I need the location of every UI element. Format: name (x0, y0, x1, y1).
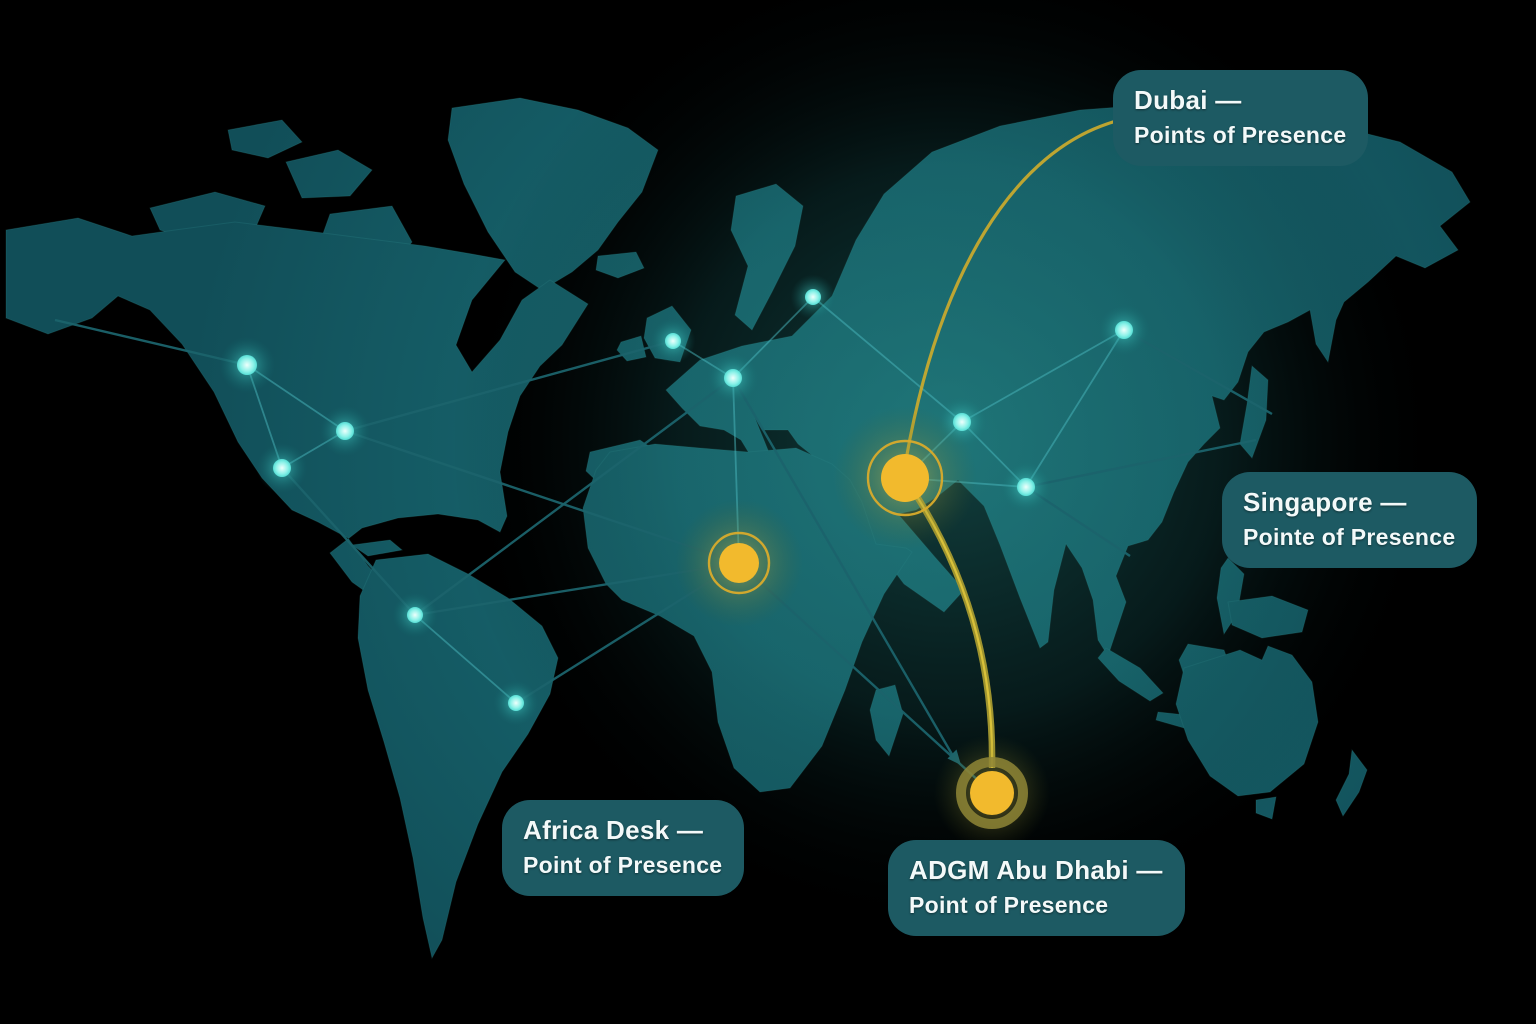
network-link (344, 339, 674, 433)
network-node (508, 695, 524, 711)
network-node (1115, 321, 1133, 339)
label-africa-desk-subtitle: Point of Presence (523, 852, 723, 878)
network-link (1025, 329, 1125, 488)
landmass-new-zealand (1335, 748, 1368, 818)
network-node (805, 289, 821, 305)
network-node (237, 355, 257, 375)
label-singapore-title: Singapore — (1243, 487, 1407, 517)
route-label-to-dubai (904, 118, 1121, 461)
label-dubai-subtitle: Points of Presence (1134, 122, 1347, 148)
network-link (812, 296, 963, 423)
network-link (731, 377, 955, 757)
network-link (54, 318, 248, 367)
label-adgm-abu-dhabi[interactable]: ADGM Abu Dhabi — Point of Presence (888, 840, 1185, 936)
label-adgm-abu-dhabi-title: ADGM Abu Dhabi — (909, 855, 1163, 885)
network-node (953, 413, 971, 431)
label-adgm-abu-dhabi-subtitle: Point of Presence (909, 892, 1109, 918)
network-link (414, 377, 734, 616)
label-dubai-title: Dubai — (1134, 85, 1242, 115)
network-node (273, 459, 291, 477)
label-singapore[interactable]: Singapore — Pointe of Presence (1222, 472, 1478, 568)
label-africa-desk-title: Africa Desk — (523, 815, 704, 845)
landmass-caribbean (350, 539, 404, 557)
network-link (1025, 438, 1257, 489)
landmass-arctic-islands (285, 149, 373, 199)
network-link (344, 429, 740, 565)
network-node (1017, 478, 1035, 496)
dubai-marker[interactable] (881, 454, 929, 502)
network-node (336, 422, 354, 440)
adgm-marker-ring (956, 757, 1028, 829)
network-link (281, 467, 416, 616)
label-singapore-subtitle: Pointe of Presence (1243, 524, 1456, 550)
network-node (724, 369, 742, 387)
label-dubai[interactable]: Dubai — Points of Presence (1113, 70, 1369, 166)
africa-marker[interactable] (719, 543, 759, 583)
label-africa-desk[interactable]: Africa Desk — Point of Presence (502, 800, 745, 896)
network-link (961, 329, 1125, 423)
network-node (407, 607, 423, 623)
africa-marker-ring (707, 531, 771, 595)
dubai-marker-ring (866, 439, 944, 517)
network-link (1123, 328, 1273, 416)
adgm-marker[interactable] (970, 771, 1014, 815)
network-node (665, 333, 681, 349)
landmass-arctic-islands (227, 119, 303, 159)
